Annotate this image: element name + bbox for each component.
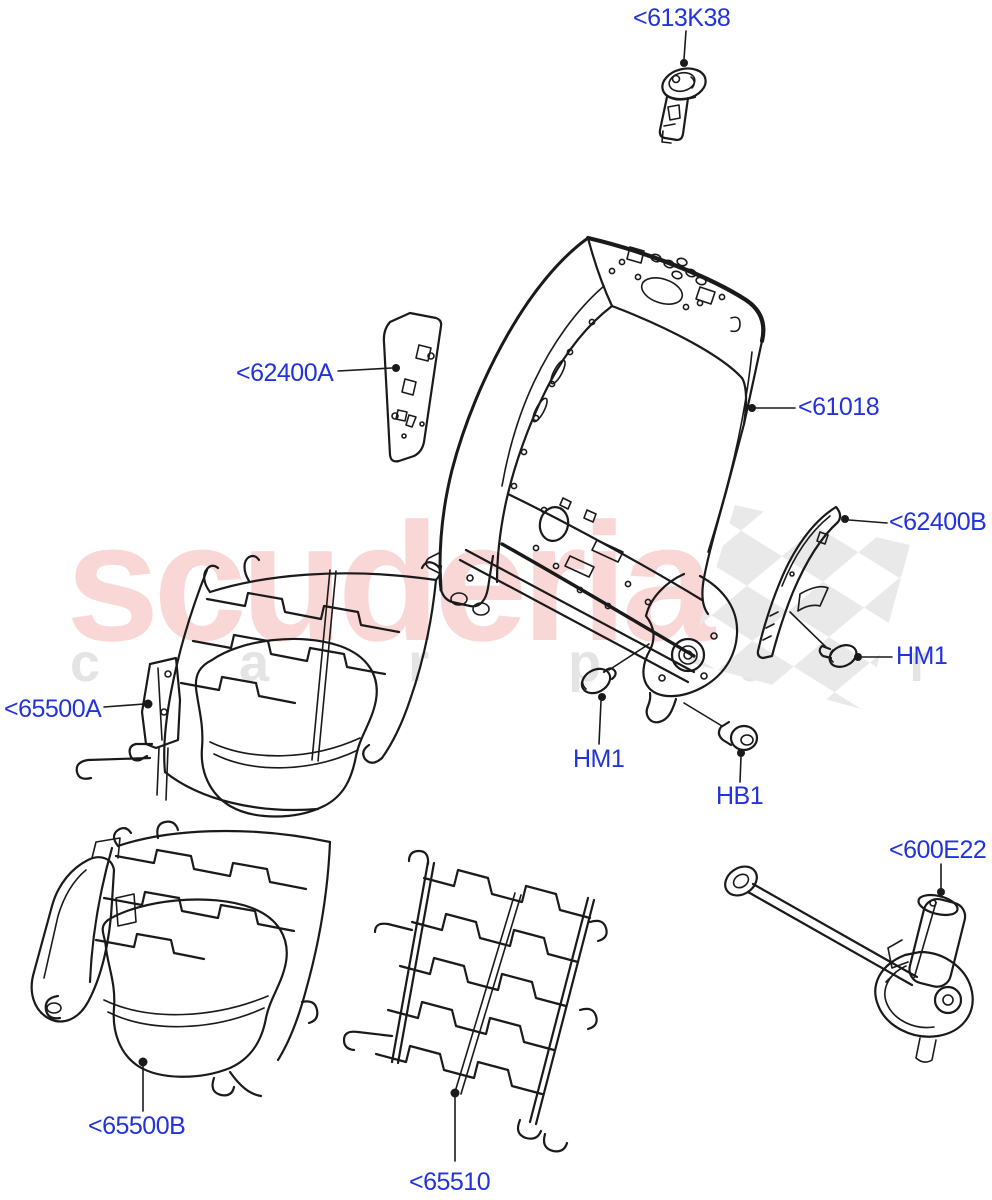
spring-mat-part [342,849,608,1162]
side-bracket-a-part [337,311,443,463]
seat-back-frame-part [425,235,796,724]
part-label-HM1-frame[interactable]: HM1 [573,745,625,773]
part-label-613K38[interactable]: <613K38 [633,4,731,32]
headrest-guide-part [658,30,707,144]
part-label-65500A[interactable]: <65500A [4,695,102,723]
part-label-65510[interactable]: <65510 [409,1168,491,1196]
fastener-hm1-bracket [818,644,893,668]
part-label-62400B[interactable]: <62400B [889,508,987,536]
recline-motor-part [724,863,974,1063]
fastener-hm1-frame [580,643,650,745]
side-bracket-b-part [756,505,888,660]
seat-back-suspension-a-part [75,554,442,818]
part-label-62400A[interactable]: <62400A [236,359,334,387]
part-label-HM1-bracket[interactable]: HM1 [896,642,948,670]
part-label-65500B[interactable]: <65500B [88,1112,186,1140]
part-label-HB1[interactable]: HB1 [716,782,764,810]
part-label-61018[interactable]: <61018 [798,393,880,421]
seat-back-suspension-b-part [30,820,332,1112]
fastener-hb1 [683,702,759,783]
part-label-600E22[interactable]: <600E22 [889,836,987,864]
